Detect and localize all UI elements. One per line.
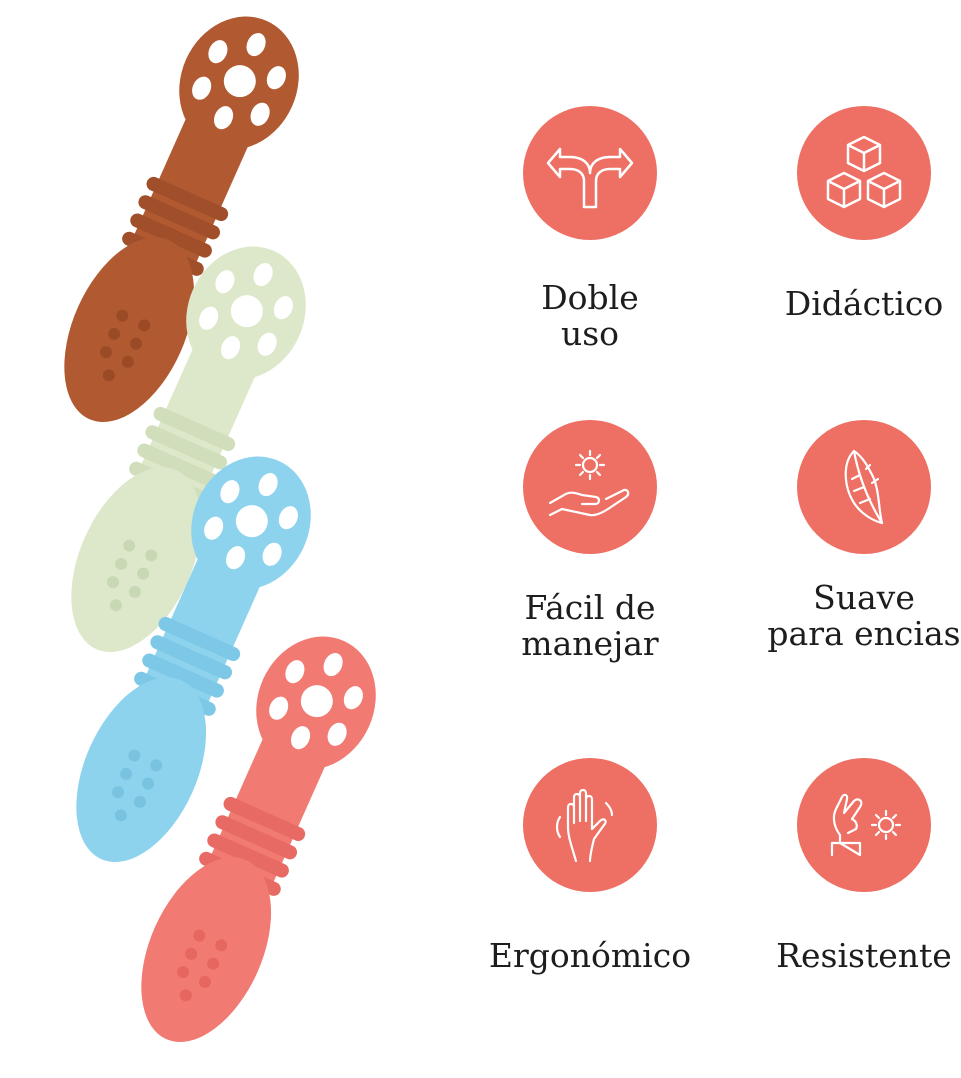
feature-ergonomico: Ergonómico: [470, 758, 710, 974]
feature-label: Resistente: [776, 936, 952, 975]
feature-didactico: Didáctico: [744, 106, 961, 322]
feature-facil-de-manejar: Fácil de manejar: [470, 420, 710, 662]
feature-label: Didáctico: [784, 284, 944, 323]
feather-icon: [844, 449, 884, 525]
feature-circle: [523, 106, 657, 240]
feature-resistente: Resistente: [744, 758, 961, 974]
spoon-blue-shape: [76, 456, 311, 863]
spoon-brown-shape: [64, 16, 299, 423]
spoon-pink-shape: [141, 636, 376, 1043]
feature-suave-para-encias: Suave para encias: [744, 420, 961, 652]
feature-circle: [797, 420, 931, 554]
feature-circle: [797, 106, 931, 240]
spoons-illustration: [0, 0, 470, 1078]
feature-circle: [797, 758, 931, 892]
feature-doble-uso: Doble uso: [470, 106, 710, 352]
cubes-icon: [826, 135, 902, 209]
hand-gear-icon: [548, 449, 630, 517]
spoon-green-shape: [71, 246, 306, 653]
feature-label: Suave para encias: [767, 578, 961, 653]
feature-label: Fácil de manejar: [521, 588, 659, 663]
split-arrows-icon: [546, 147, 634, 209]
feature-label: Doble uso: [541, 278, 639, 353]
feature-circle: [523, 758, 657, 892]
ok-hand-gear-icon: [830, 793, 902, 857]
waving-hand-icon: [555, 788, 614, 863]
feature-circle: [523, 420, 657, 554]
feature-label: Ergonómico: [488, 936, 692, 975]
